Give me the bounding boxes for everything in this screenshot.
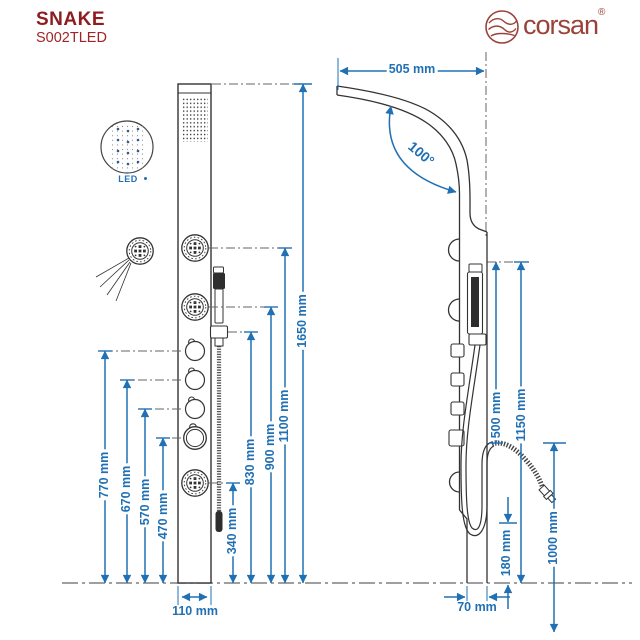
led-detail-callout xyxy=(100,120,154,174)
dim-label-900: 900 mm xyxy=(263,421,278,473)
brand-logo: corsan ® xyxy=(484,7,614,49)
dim-label-500: 500 mm xyxy=(489,389,504,441)
dim-label-180: 180 mm xyxy=(499,527,514,579)
side-jet-bump xyxy=(447,238,460,262)
side-view-knobs xyxy=(448,343,465,447)
dim-label-670: 670 mm xyxy=(119,463,134,515)
hose-loop-inner xyxy=(465,344,493,531)
dim-label-1100: 1100 mm xyxy=(277,387,292,445)
rain-shower-head-jets xyxy=(182,98,208,142)
hand-shower-head xyxy=(213,273,225,289)
dim-label-1000: 1000 mm xyxy=(546,509,561,567)
dim-label-570: 570 mm xyxy=(138,476,153,528)
registered-trademark-symbol: ® xyxy=(598,7,606,18)
dim-label-110: 110 mm xyxy=(170,604,220,619)
side-jet-bump xyxy=(447,298,460,322)
hose-loop xyxy=(460,344,495,537)
side-jet-bump xyxy=(448,471,460,493)
product-name: SNAKE xyxy=(36,9,106,30)
hose-end-tip xyxy=(215,511,223,532)
front-hand-shower xyxy=(209,266,229,532)
jet-detail-callout xyxy=(95,237,154,302)
side-hand-shower xyxy=(460,263,557,537)
leader-lines xyxy=(100,83,527,484)
side-view-panel xyxy=(336,52,488,583)
led-dots xyxy=(116,127,140,166)
led-label-dot xyxy=(144,177,147,180)
curved-arm-top-edge xyxy=(336,85,488,233)
product-model: S002TLED xyxy=(36,30,107,46)
curved-arm-bottom-edge xyxy=(336,94,461,510)
dim-label-770: 770 mm xyxy=(97,449,112,501)
dim-label-340: 340 mm xyxy=(225,505,240,557)
dim-label-830: 830 mm xyxy=(243,436,258,488)
brand-logo-icon xyxy=(485,10,519,44)
led-label: LED xyxy=(118,174,138,185)
front-view-panel xyxy=(177,83,212,584)
dim-label-1650: 1650 mm xyxy=(295,292,310,350)
dim-label-1150: 1150 mm xyxy=(514,386,529,444)
hose-holder-bracket xyxy=(209,325,229,339)
dim-label-70: 70 mm xyxy=(455,600,499,615)
dim-label-470: 470 mm xyxy=(156,490,171,542)
dim-label-505: 505 mm xyxy=(386,62,438,77)
braided-hose xyxy=(491,440,546,490)
spray-lines xyxy=(95,257,132,302)
angle-arc xyxy=(385,105,457,194)
brand-name: corsan xyxy=(523,10,599,40)
